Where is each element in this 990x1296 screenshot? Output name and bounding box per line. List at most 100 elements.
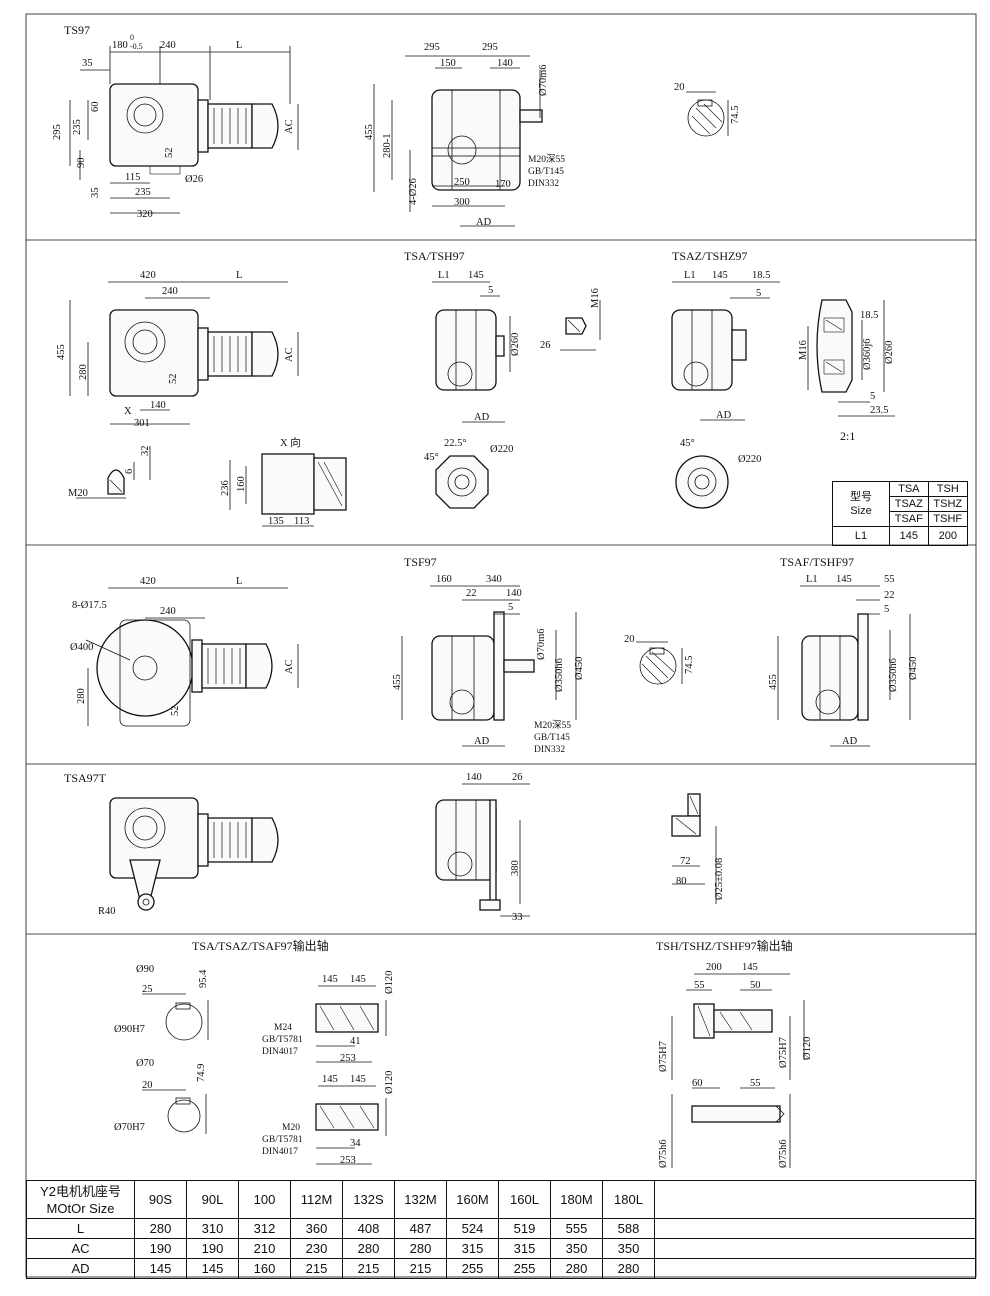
ts97-side-labels: 295 295 150 140 Ø70m6 455 280-1 4-Ø26 25…: [364, 42, 565, 228]
svg-text:GB/T145: GB/T145: [534, 733, 570, 743]
svg-text:Ø25±0.08: Ø25±0.08: [714, 858, 725, 900]
svg-text:GB/T145: GB/T145: [528, 167, 564, 177]
size-header-en: Size: [850, 505, 872, 517]
svg-text:23.5: 23.5: [870, 405, 888, 416]
section-output-shafts: TSA/TSAZ/TSAF97输出轴 TSH/TSHZ/TSHF97输出轴 Ø9…: [114, 938, 813, 1168]
svg-text:Ø70m6: Ø70m6: [536, 629, 547, 661]
svg-text:320: 320: [137, 209, 153, 220]
bore-section-70: Ø70 20 74.9 Ø70H7: [114, 1058, 207, 1134]
tsf97-shaft-key-section: 20 74.5: [624, 634, 695, 685]
svg-text:113: 113: [294, 516, 309, 527]
table-cell: 280: [550, 1258, 603, 1279]
svg-text:M20: M20: [282, 1123, 300, 1133]
svg-text:Ø70H7: Ø70H7: [114, 1122, 145, 1133]
svg-text:45°: 45°: [680, 438, 695, 449]
motor-size-table: Y2电机机座号 MOtOr Size 90S 90L 100 112M 132S…: [26, 1180, 976, 1279]
table-cell: 215: [394, 1258, 447, 1279]
svg-text:340: 340: [486, 574, 502, 585]
svg-text:26: 26: [540, 340, 551, 351]
ts97-side-view: [373, 55, 543, 227]
tsa97-x-view: [229, 453, 347, 527]
svg-text:95.4: 95.4: [198, 969, 209, 988]
motor-table-header: Y2电机机座号 MOtOr Size: [26, 1180, 135, 1219]
svg-text:295: 295: [424, 42, 440, 53]
svg-text:253: 253: [340, 1155, 356, 1166]
svg-text:235: 235: [72, 119, 83, 135]
svg-text:140: 140: [497, 58, 513, 69]
table-cell: 215: [290, 1258, 343, 1279]
svg-text:140: 140: [506, 588, 522, 599]
svg-text:M24: M24: [274, 1023, 292, 1033]
svg-text:DIN4017: DIN4017: [262, 1147, 298, 1157]
table-cell: 350: [550, 1238, 603, 1259]
size-header-cn: 型号: [850, 491, 872, 503]
svg-text:5: 5: [508, 602, 513, 613]
table-cell: 145: [134, 1258, 187, 1279]
svg-text:32: 32: [140, 446, 151, 457]
table-cell: 190: [134, 1238, 187, 1259]
svg-text:AD: AD: [716, 410, 732, 421]
svg-text:18.5: 18.5: [860, 310, 878, 321]
svg-text:20: 20: [142, 1080, 153, 1091]
svg-text:240: 240: [160, 40, 176, 51]
svg-text:240: 240: [160, 606, 176, 617]
svg-text:DIN4017: DIN4017: [262, 1047, 298, 1057]
tsa97-side-view: [432, 281, 511, 423]
svg-text:140: 140: [466, 772, 482, 783]
section-title: TS97: [64, 23, 90, 37]
header-cn: Y2电机机座号: [40, 1183, 121, 1199]
size-table-header: 型号 Size: [832, 481, 890, 527]
svg-text:8-Ø17.5: 8-Ø17.5: [72, 600, 107, 611]
section-title: TSA/TSAZ/TSAF97输出轴: [192, 938, 329, 953]
svg-text:420: 420: [140, 576, 156, 587]
svg-text:55: 55: [750, 1078, 761, 1089]
table-cell: 145: [186, 1258, 239, 1279]
motor-size-cell: 100: [238, 1180, 291, 1219]
svg-text:20: 20: [624, 634, 635, 645]
svg-text:Ø450: Ø450: [908, 657, 919, 680]
table-row: L 280 310 312 360 408 487 524 519 555 58…: [26, 1218, 976, 1239]
motor-size-cell: 160L: [498, 1180, 551, 1219]
svg-text:300: 300: [454, 197, 470, 208]
svg-text:Ø120: Ø120: [384, 1071, 395, 1094]
tsa97-side-labels: L1 145 5 Ø260 AD: [438, 270, 521, 423]
svg-text:AD: AD: [476, 217, 492, 228]
size-cell: TSAZ: [889, 496, 929, 512]
tsf97-front-view: [85, 587, 299, 727]
svg-text:Ø260: Ø260: [510, 333, 521, 356]
svg-text:455: 455: [364, 124, 375, 140]
table-cell: 312: [238, 1218, 291, 1239]
svg-text:455: 455: [392, 674, 403, 690]
tsa97-m16-thread-detail: M16 26: [540, 288, 601, 351]
table-cell: 280: [342, 1238, 395, 1259]
svg-text:41: 41: [350, 1036, 361, 1047]
section-title: TSAF/TSHF97: [780, 555, 854, 569]
svg-text:301: 301: [134, 418, 150, 429]
svg-text:22.5°: 22.5°: [444, 438, 467, 449]
svg-text:Ø120: Ø120: [802, 1037, 813, 1060]
svg-text:145: 145: [322, 974, 338, 985]
svg-text:52: 52: [170, 706, 181, 717]
size-cell: TSH: [927, 481, 969, 497]
svg-text:22: 22: [884, 590, 895, 601]
svg-text:5: 5: [756, 288, 761, 299]
svg-text:18.5: 18.5: [752, 270, 770, 281]
section-tsa-tsh97: TSA/TSH97 TSAZ/TSHZ97 420 L 240 455 280: [56, 249, 895, 527]
motor-size-cell: 180M: [550, 1180, 603, 1219]
tsa97-m20-thread-detail: 6 32 M20: [68, 446, 151, 500]
table-cell: 350: [602, 1238, 655, 1259]
svg-text:145: 145: [836, 574, 852, 585]
svg-text:236: 236: [220, 480, 231, 496]
svg-text:20: 20: [674, 82, 685, 93]
l1-label: L1: [832, 526, 890, 546]
ts97-front-view: [109, 83, 279, 175]
svg-text:L: L: [236, 40, 242, 51]
svg-text:M16: M16: [590, 288, 601, 308]
svg-text:5: 5: [870, 391, 875, 402]
table-cell: 255: [446, 1258, 499, 1279]
svg-text:M20深55: M20深55: [534, 720, 571, 731]
motor-size-cell: 90S: [134, 1180, 187, 1219]
tsf97-side-view: [401, 585, 577, 747]
svg-text:L1: L1: [438, 270, 450, 281]
tsa97-flange-bolt-view: 45° 22.5° Ø220: [424, 438, 513, 509]
